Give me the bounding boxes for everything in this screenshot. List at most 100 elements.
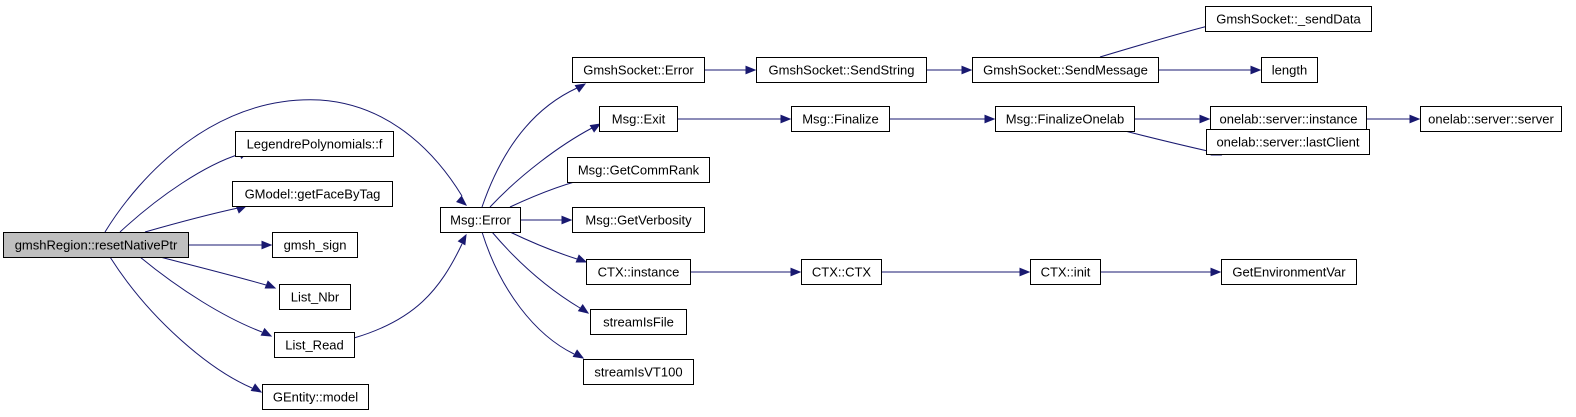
- node-label: CTX::init: [1041, 265, 1091, 280]
- edge-msg_finalizeonelab-to-os_instance: [1134, 114, 1211, 124]
- node-label: gmsh_sign: [284, 238, 347, 253]
- edge-line: [481, 231, 575, 355]
- node-legendre[interactable]: LegendrePolynomials::f: [235, 131, 394, 157]
- node-os_instance[interactable]: onelab::server::instance: [1210, 106, 1367, 132]
- node-gentity_model[interactable]: GEntity::model: [262, 384, 369, 410]
- node-msg_finalizeonelab[interactable]: Msg::FinalizeOnelab: [995, 106, 1135, 132]
- edge-msg_error-to-gs_error: [481, 83, 587, 208]
- node-label: GEntity::model: [273, 390, 358, 405]
- edge-root-to-getfacebytag: [144, 205, 248, 233]
- node-box: [791, 106, 890, 132]
- edge-gs_sendmessage-to-length: [1158, 65, 1262, 75]
- edge-ctx_ctx-to-ctx_init: [881, 267, 1031, 277]
- node-getenvvar[interactable]: GetEnvironmentVar: [1221, 259, 1357, 285]
- arrowhead: [260, 327, 273, 337]
- arrowhead: [790, 267, 802, 277]
- node-box: [1221, 259, 1357, 285]
- arrowhead: [984, 114, 996, 124]
- node-gs_sendmessage[interactable]: GmshSocket::SendMessage: [972, 57, 1159, 83]
- node-streamisfile[interactable]: streamIsFile: [590, 309, 687, 335]
- node-box: [1030, 259, 1101, 285]
- node-label: Msg::Exit: [612, 112, 666, 127]
- edge-msg_exit-to-msg_finalize: [677, 114, 792, 124]
- edge-line: [144, 207, 239, 233]
- edge-line: [509, 231, 578, 260]
- edge-list_read-to-msg_error: [353, 233, 467, 339]
- node-msg_exit[interactable]: Msg::Exit: [599, 106, 678, 132]
- node-msg_getcommrank[interactable]: Msg::GetCommRank: [567, 157, 710, 183]
- edge-line: [104, 99, 463, 233]
- edge-line: [139, 256, 263, 333]
- node-box: [1420, 106, 1562, 132]
- arrowhead: [572, 349, 585, 359]
- edge-line: [353, 243, 463, 339]
- node-msg_getverbosity[interactable]: Msg::GetVerbosity: [572, 207, 705, 233]
- node-gs_error[interactable]: GmshSocket::Error: [572, 57, 705, 83]
- edge-line: [491, 231, 581, 309]
- node-label: GetEnvironmentVar: [1232, 265, 1346, 280]
- arrowhead: [575, 254, 588, 263]
- node-os_lastclient[interactable]: onelab::server::lastClient: [1206, 129, 1370, 155]
- node-length[interactable]: length: [1261, 57, 1318, 83]
- node-label: List_Nbr: [291, 290, 340, 305]
- node-label: CTX::CTX: [812, 265, 872, 280]
- node-label: Msg::GetVerbosity: [585, 213, 692, 228]
- edge-msg_error-to-streamisfile: [491, 231, 590, 314]
- arrowhead: [589, 123, 602, 133]
- edge-line: [1124, 130, 1213, 153]
- node-gmsh_sign[interactable]: gmsh_sign: [272, 232, 358, 258]
- node-label: GModel::getFaceByTag: [245, 187, 381, 202]
- node-msg_finalize[interactable]: Msg::Finalize: [791, 106, 890, 132]
- node-root: gmshRegion::resetNativePtr: [3, 232, 189, 258]
- arrowhead: [457, 233, 467, 246]
- node-box: [583, 359, 694, 385]
- arrowhead: [250, 383, 263, 393]
- node-label: CTX::instance: [598, 265, 680, 280]
- node-label: length: [1272, 63, 1307, 78]
- edge-msg_error-to-streamisvt100: [481, 231, 585, 359]
- node-label: onelab::server::lastClient: [1216, 135, 1359, 150]
- edge-os_instance-to-os_server: [1366, 114, 1421, 124]
- edge-ctx_init-to-getenvvar: [1100, 267, 1222, 277]
- node-msg_error[interactable]: Msg::Error: [440, 207, 521, 233]
- node-box: [274, 332, 355, 358]
- node-ctx_init[interactable]: CTX::init: [1030, 259, 1101, 285]
- node-box: [972, 57, 1159, 83]
- node-gs_senddata[interactable]: GmshSocket::_sendData: [1205, 6, 1372, 32]
- arrowhead: [574, 83, 587, 93]
- node-box: [586, 259, 691, 285]
- arrowhead: [577, 304, 590, 314]
- node-getfacebytag[interactable]: GModel::getFaceByTag: [232, 181, 393, 207]
- node-label: gmshRegion::resetNativePtr: [15, 238, 178, 253]
- edge-msg_error-to-ctx_instance: [509, 231, 588, 263]
- node-list_nbr[interactable]: List_Nbr: [279, 284, 351, 310]
- node-box: [756, 57, 927, 83]
- arrowhead: [1409, 114, 1421, 124]
- node-box: [567, 157, 710, 183]
- node-gs_sendstring[interactable]: GmshSocket::SendString: [756, 57, 927, 83]
- node-label: onelab::server::server: [1428, 112, 1554, 127]
- edge-line: [481, 87, 578, 208]
- node-label: Msg::FinalizeOnelab: [1006, 112, 1125, 127]
- function-nodes: gmshRegion::resetNativePtr LegendrePolyno…: [3, 6, 1562, 410]
- node-box: [3, 232, 189, 258]
- node-box: [1261, 57, 1318, 83]
- arrowhead: [456, 195, 468, 206]
- edge-root-to-gmsh_sign: [188, 240, 273, 250]
- node-box: [572, 207, 705, 233]
- node-box: [1205, 6, 1372, 32]
- arrowhead: [261, 240, 273, 250]
- edge-ctx_instance-to-ctx_ctx: [690, 267, 802, 277]
- node-ctx_ctx[interactable]: CTX::CTX: [801, 259, 882, 285]
- edge-msg_error-to-msg_exit: [489, 123, 602, 208]
- node-streamisvt100[interactable]: streamIsVT100: [583, 359, 694, 385]
- node-os_server[interactable]: onelab::server::server: [1420, 106, 1562, 132]
- edge-gs_error-to-gs_sendstring: [704, 65, 757, 75]
- node-box: [232, 181, 393, 207]
- node-box: [1206, 129, 1370, 155]
- node-ctx_instance[interactable]: CTX::instance: [586, 259, 691, 285]
- arrowhead: [1019, 267, 1031, 277]
- node-box: [599, 106, 678, 132]
- edge-gs_sendstring-to-gs_sendmessage: [926, 65, 973, 75]
- node-list_read[interactable]: List_Read: [274, 332, 355, 358]
